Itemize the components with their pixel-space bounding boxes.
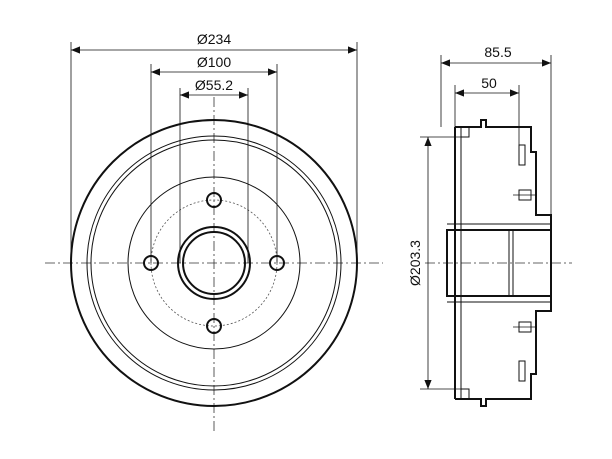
dimension-center-bore: Ø55.2: [179, 77, 249, 263]
drum-profile-top: [454, 119, 552, 230]
side-view: 85.5 50 Ø203.3: [407, 44, 572, 407]
total-width-label: 85.5: [484, 44, 511, 60]
dimension-inner-width: 50: [454, 75, 520, 145]
hub-cylinder: [446, 229, 552, 297]
drum-diameter-label: Ø203.3: [407, 240, 423, 286]
drum-profile-bottom: [454, 296, 552, 407]
hub-face-circle: [127, 176, 301, 350]
center-bore-outer: [177, 226, 251, 300]
drum-inner-rim-secondary: [90, 139, 338, 387]
outer-drum-rim: [70, 119, 358, 407]
stud-section-bottom: [518, 321, 532, 333]
center-bore-inner: [182, 231, 246, 295]
drum-inner-rim: [86, 135, 342, 391]
inner-width-label: 50: [481, 75, 497, 91]
center-bore-label: Ø55.2: [195, 77, 233, 93]
shoe-slot-bottom: [518, 360, 526, 382]
dimension-bolt-circle: Ø100: [150, 54, 278, 263]
stud-section-top: [518, 189, 532, 201]
front-view: Ø234 Ø100 Ø55.2: [45, 31, 383, 432]
bolt-circle-label: Ø100: [197, 54, 231, 70]
shoe-slot-top: [518, 144, 526, 166]
bolt-hole-top: [206, 192, 222, 208]
dimension-outer-diameter: Ø234: [70, 31, 358, 262]
dimension-drum-diameter: Ø203.3: [407, 136, 461, 390]
bolt-hole-bottom: [206, 318, 222, 334]
dimension-total-width: 85.5: [440, 44, 552, 215]
outer-diameter-label: Ø234: [197, 31, 231, 47]
